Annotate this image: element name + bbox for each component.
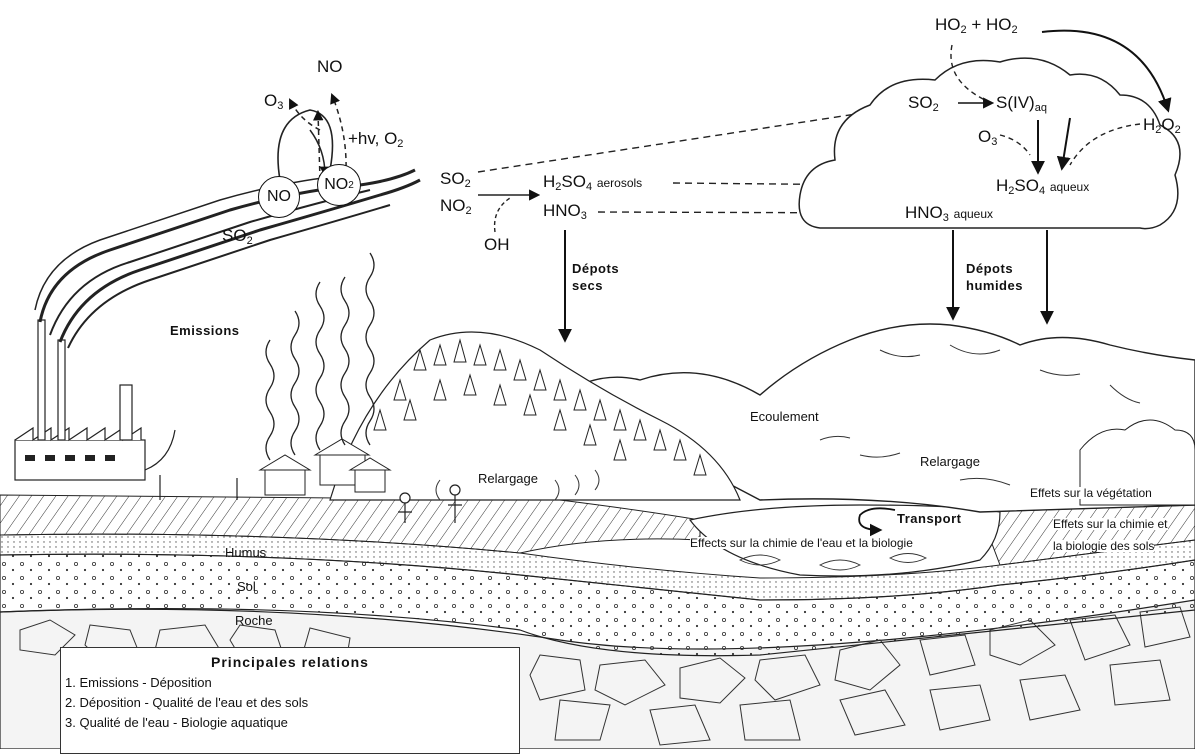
effets-sols-label-1: Effets sur la chimie et xyxy=(1053,518,1168,530)
no2-label: NO2 xyxy=(440,197,472,217)
h2so4-aq-label: H2SO4 aqueux xyxy=(996,177,1089,197)
so2-cloud-label: SO2 xyxy=(908,94,939,114)
emissions-label: Emissions xyxy=(170,322,240,339)
legend-box: Principales relations 1. Emissions - Dép… xyxy=(60,647,520,754)
effets-vegetation-label: Effets sur la végétation xyxy=(1030,487,1152,499)
depots-secs-label: Dépots secs xyxy=(572,260,652,294)
ho2-label: HO2 + HO2 xyxy=(935,16,1018,36)
h2o2-label: H2O2 xyxy=(1143,116,1181,136)
h2so4-aerosols-label: H2SO4 aerosols xyxy=(543,173,642,193)
effets-sols-label-2: la biologie des sols xyxy=(1053,540,1154,552)
hv-o2-label: +hv, O2 xyxy=(348,130,403,150)
oh-label: OH xyxy=(484,236,510,253)
depots-humides-label: Dépots humides xyxy=(966,260,1046,294)
legend-item-1: 1. Emissions - Déposition xyxy=(65,675,519,690)
roche-label: Roche xyxy=(235,614,273,627)
so2-plume-label: SO2 xyxy=(222,227,253,247)
village-smoke xyxy=(266,253,374,460)
humus-label: Humus xyxy=(225,546,266,559)
legend-title: Principales relations xyxy=(61,654,519,670)
hno3-aq-label: HNO3 aqueux xyxy=(905,204,993,224)
no-top-label: NO xyxy=(317,58,343,75)
relargage-right-label: Relargage xyxy=(920,455,980,468)
so2-label: SO2 xyxy=(440,170,471,190)
sol-label: Sol xyxy=(237,580,256,593)
ecoulement-label: Ecoulement xyxy=(750,410,819,423)
relargage-left-label: Relargage xyxy=(478,472,538,485)
s-iv-aq-label: S(IV)aq xyxy=(996,94,1047,114)
transport-label: Transport xyxy=(897,510,961,527)
legend-item-3: 3. Qualité de l'eau - Biologie aquatique xyxy=(65,715,519,730)
o3-cloud-label: O3 xyxy=(978,128,997,148)
effects-eau-label: Effects sur la chimie de l'eau et la bio… xyxy=(690,537,913,549)
o3-label: O3 xyxy=(264,92,283,112)
hno3-label: HNO3 xyxy=(543,202,587,222)
no-circle: NO xyxy=(258,176,300,218)
legend-item-2: 2. Déposition - Qualité de l'eau et des … xyxy=(65,695,519,710)
arrow-oh xyxy=(495,198,510,232)
